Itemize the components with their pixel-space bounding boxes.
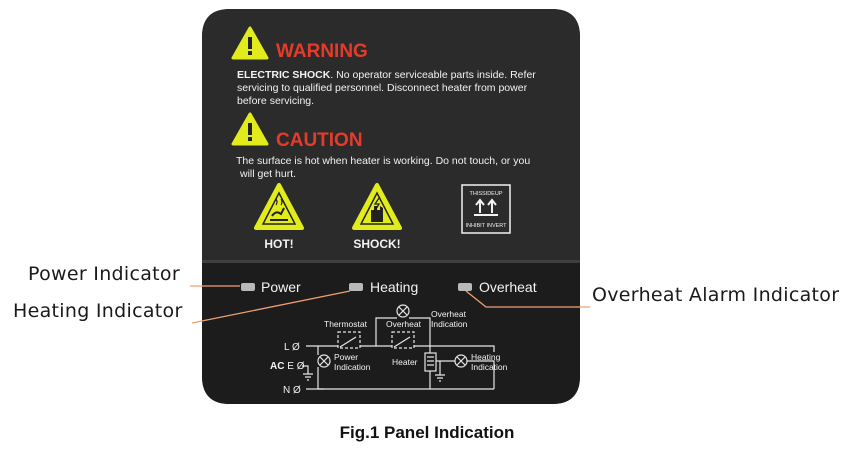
warning-line-3: before servicing. <box>237 95 314 107</box>
power-indication-label-2: Indication <box>334 362 371 372</box>
heater-label: Heater <box>392 357 418 367</box>
ac-label: AC E Ø <box>270 361 305 372</box>
power-led-label: Power <box>261 279 301 295</box>
heating-indication-label-2: Indication <box>471 362 508 372</box>
caution-line-2: will get hurt. <box>239 168 296 180</box>
overheat-alarm-callout: Overheat Alarm Indicator <box>592 284 840 306</box>
heating-indicator-callout: Heating Indicator <box>13 300 183 322</box>
overheat-led-label: Overheat <box>479 279 537 295</box>
overheat-indication-label-1: Overheat <box>431 309 467 319</box>
warning-line-1: ELECTRIC SHOCK. No operator serviceable … <box>237 69 536 81</box>
heating-led-label: Heating <box>370 279 418 295</box>
caution-line-1: The surface is hot when heater is workin… <box>236 155 530 167</box>
overheat-indication-label-2: Indication <box>431 319 468 329</box>
overheat-led <box>458 283 472 291</box>
heating-leader-line <box>191 290 351 324</box>
panel-upper <box>202 9 580 262</box>
inhibit-invert-text: INHIBIT INVERT <box>465 223 507 229</box>
power-indication-label-1: Power <box>334 352 358 362</box>
thermostat-label: Thermostat <box>324 319 368 329</box>
warning-line-2: servicing to qualified personnel. Discon… <box>237 82 528 94</box>
power-indicator-callout: Power Indicator <box>28 263 180 285</box>
warning-title: WARNING <box>276 41 368 62</box>
circuit-schematic <box>302 304 495 390</box>
callout-leaders <box>190 285 590 324</box>
heating-indication-label-1: Heating <box>471 352 501 362</box>
overheat-switch-label: Overheat <box>386 319 422 329</box>
figure-caption: Fig.1 Panel Indication <box>339 423 515 442</box>
power-led <box>241 283 255 291</box>
this-side-up-text: THISSIDEUP <box>469 191 502 197</box>
shock-label: SHOCK! <box>353 237 400 251</box>
up-arrows-icon <box>474 198 498 216</box>
overheat-leader-line <box>465 290 590 308</box>
this-side-up-label: THISSIDEUP INHIBIT INVERT <box>461 184 511 234</box>
panel-divider <box>202 260 580 263</box>
terminal-l: L Ø <box>284 342 300 353</box>
shock-hazard-icon <box>352 183 402 230</box>
caution-triangle-icon <box>231 112 269 146</box>
caution-title: CAUTION <box>276 130 363 151</box>
terminal-n: N Ø <box>283 385 301 396</box>
heating-led <box>349 283 363 291</box>
panel-lower <box>202 262 580 404</box>
warning-triangle-icon <box>231 26 269 60</box>
hot-surface-icon <box>254 183 304 230</box>
hot-label: HOT! <box>264 237 293 251</box>
